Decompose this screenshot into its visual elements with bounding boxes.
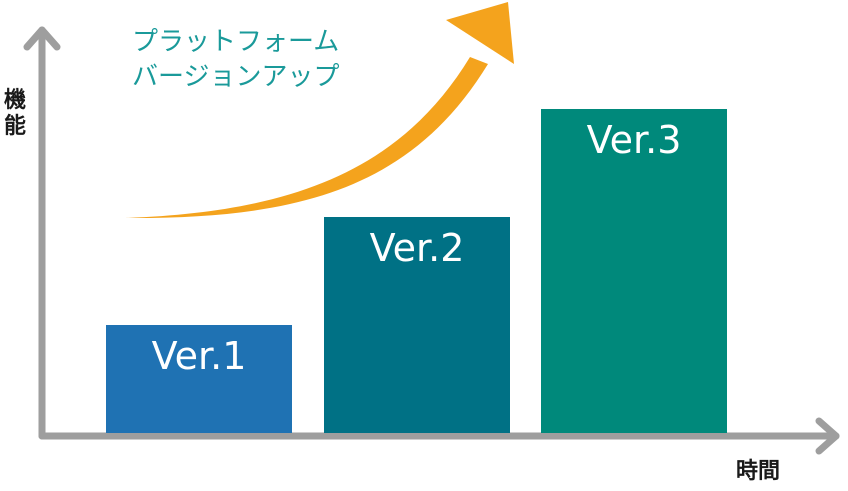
bar-ver-3 <box>541 109 727 433</box>
growth-arrow-body <box>126 57 488 219</box>
bar-label-ver-1: Ver.1 <box>152 334 247 378</box>
bar-label-ver-3: Ver.3 <box>587 118 682 162</box>
growth-arrow-head <box>446 2 514 64</box>
annotation-line-2: バージョンアップ <box>132 62 339 92</box>
x-axis-arrow-icon <box>815 417 840 455</box>
growth-arrow-icon <box>126 2 514 219</box>
y-axis-label-char-2: 能 <box>4 113 26 139</box>
bar-ver-2 <box>324 217 510 433</box>
axes <box>23 26 840 455</box>
annotation-line-1: プラットフォーム <box>132 27 339 57</box>
bars: Ver.1 Ver.2 Ver.3 <box>106 109 727 433</box>
y-axis-label-char-1: 機 <box>4 88 26 113</box>
bar-ver-1 <box>106 325 292 433</box>
x-axis-label: 時間 <box>736 459 780 484</box>
bar-label-ver-2: Ver.2 <box>370 226 465 270</box>
y-axis-arrow-icon <box>23 26 61 51</box>
